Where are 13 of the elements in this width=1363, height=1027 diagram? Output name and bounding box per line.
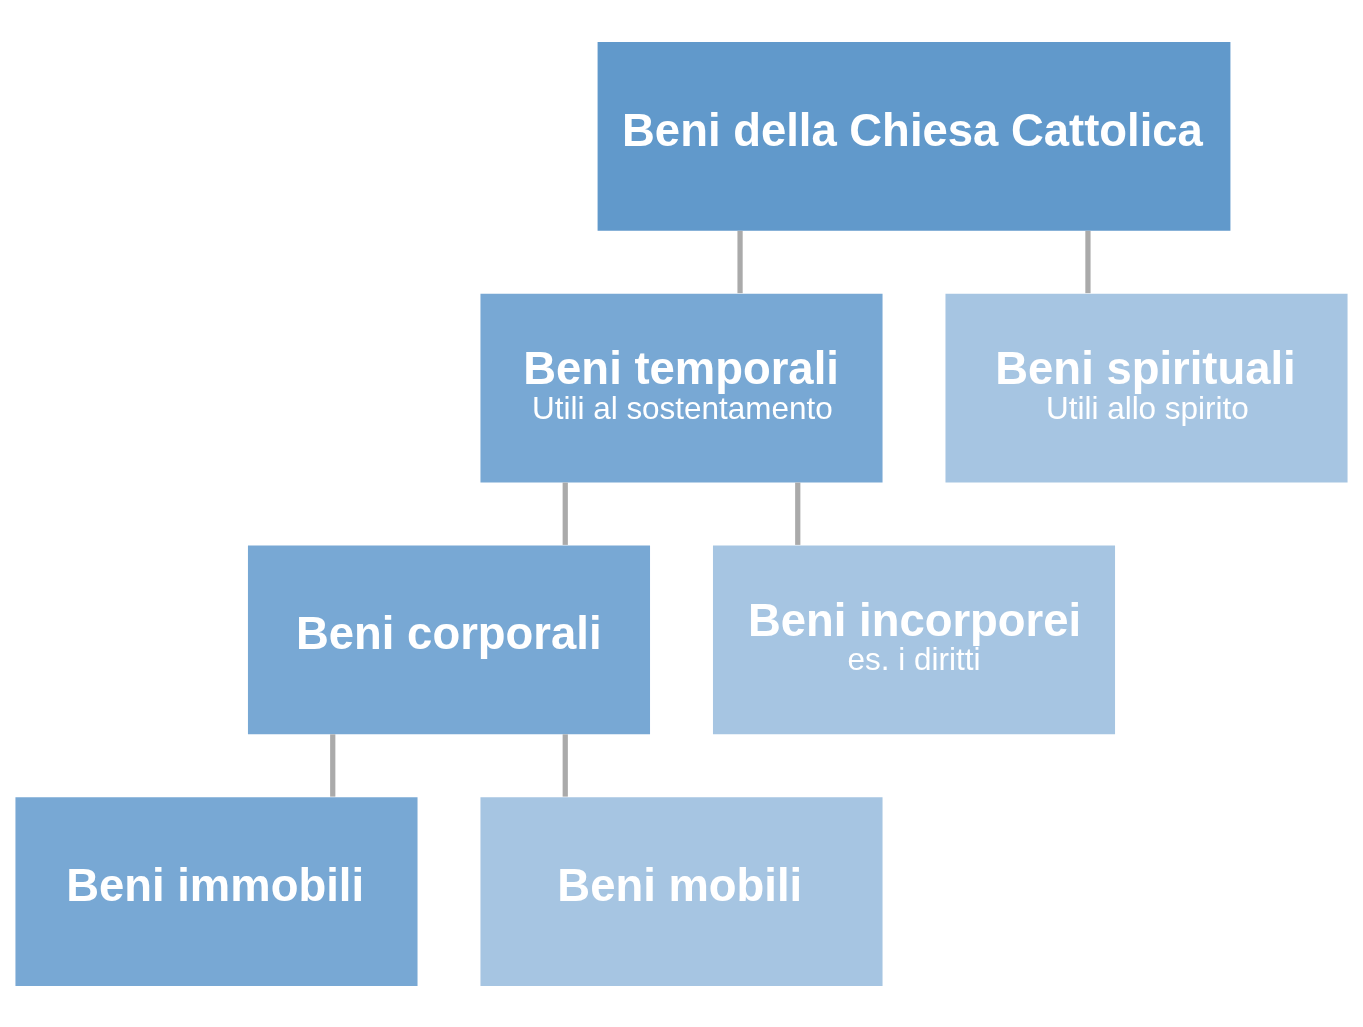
connector (1085, 230, 1091, 293)
connector (562, 482, 568, 545)
node-box: Beni incorporei es. i diritti (712, 544, 1116, 734)
connector (737, 230, 743, 293)
connector (562, 733, 568, 797)
node-box: Beni temporali Utili al sostentamento (480, 293, 883, 483)
node-box: Beni immobili (15, 796, 418, 986)
node-box: Beni spirituali Utili allo spirito (945, 293, 1348, 483)
node-box: Beni mobili (480, 796, 883, 986)
connector (330, 733, 336, 797)
node-box: Beni della Chiesa Cattolica (597, 41, 1231, 231)
node-box: Beni corporali (247, 544, 651, 734)
connector (795, 482, 801, 545)
